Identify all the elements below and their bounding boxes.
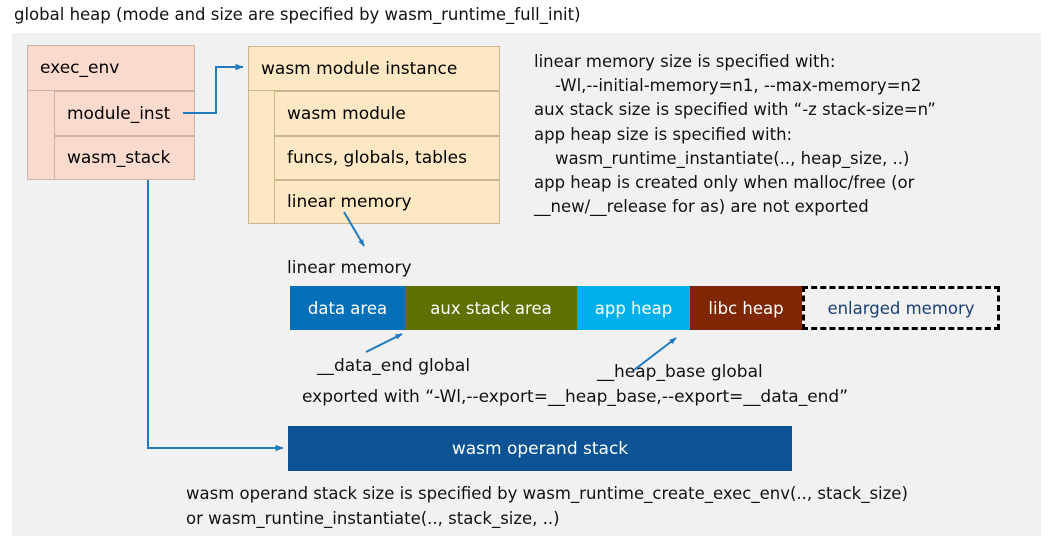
module-row-linear-memory-label: linear memory [287, 192, 412, 212]
exec-env-row-wasm-stack-label: wasm_stack [67, 148, 171, 168]
wasm-module-instance-header-label: wasm module instance [261, 58, 458, 79]
annotation-data-end: __data_end global [317, 356, 471, 376]
annotation-heap-base: __heap_base global [597, 362, 763, 382]
segment-data-area: data area [290, 286, 405, 330]
exec-env-row-wasm-stack: wasm_stack [54, 136, 195, 180]
linear-memory-caption: linear memory [287, 258, 412, 278]
module-row-linear-memory: linear memory [274, 180, 500, 224]
memory-config-notes: linear memory size is specified with: -W… [534, 52, 936, 217]
segment-aux-stack-area: aux stack area [405, 286, 577, 330]
exec-env-row-module-inst: module_inst [54, 91, 195, 136]
module-row-funcs-globals-tables-label: funcs, globals, tables [287, 148, 467, 168]
segment-app-heap-label: app heap [594, 298, 673, 318]
segment-libc-heap-label: libc heap [708, 298, 784, 318]
segment-app-heap: app heap [577, 286, 690, 330]
module-row-wasm-module: wasm module [274, 91, 500, 136]
segment-libc-heap: libc heap [690, 286, 802, 330]
segment-data-area-label: data area [307, 298, 388, 318]
linear-memory-bar: data area aux stack area app heap libc h… [290, 286, 1000, 330]
page-title: global heap (mode and size are specified… [14, 5, 581, 24]
exec-env-header-label: exec_env [40, 58, 120, 78]
exec-env-row-module-inst-label: module_inst [67, 103, 171, 124]
exec-env-header: exec_env [27, 45, 195, 91]
wasm-operand-stack-box: wasm operand stack [288, 426, 792, 471]
segment-enlarged-memory-label: enlarged memory [827, 298, 975, 318]
segment-enlarged-memory: enlarged memory [802, 286, 1000, 330]
module-row-funcs-globals-tables: funcs, globals, tables [274, 136, 500, 180]
annotation-exported-with: exported with “-Wl,--export=__heap_base,… [302, 387, 849, 407]
segment-aux-stack-area-label: aux stack area [430, 298, 552, 318]
wasm-operand-stack-label: wasm operand stack [451, 438, 629, 459]
operand-stack-notes: wasm operand stack size is specified by … [186, 484, 908, 528]
module-row-wasm-module-label: wasm module [287, 103, 406, 124]
wasm-module-instance-header: wasm module instance [248, 46, 500, 91]
